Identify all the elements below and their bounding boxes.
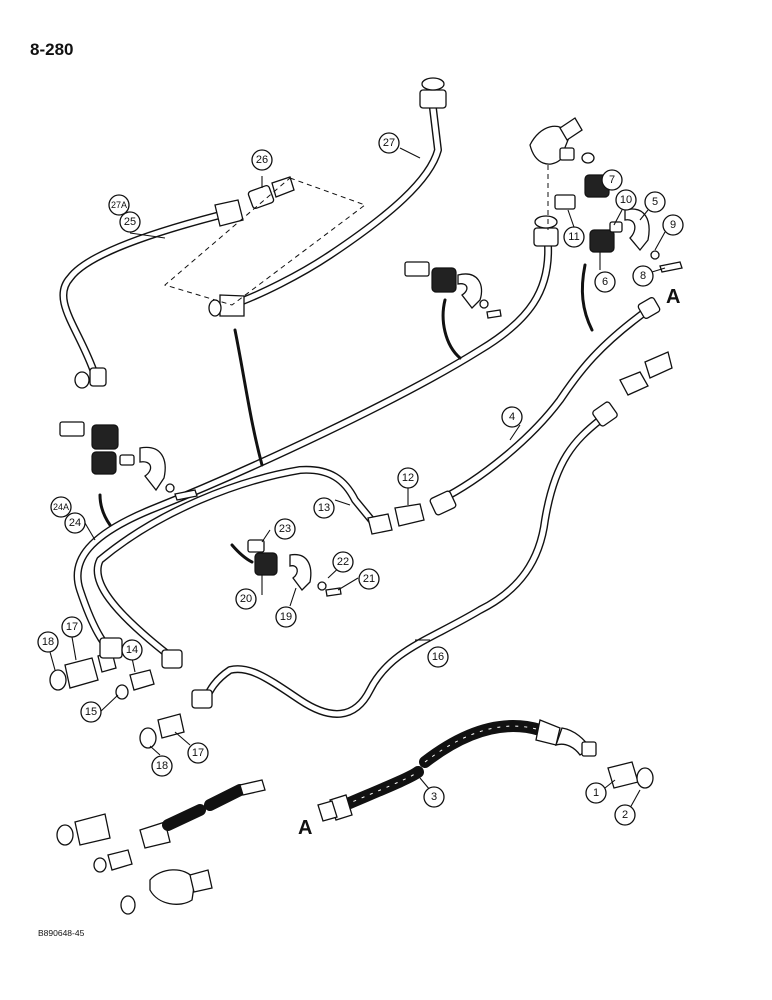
svg-text:1: 1 xyxy=(593,787,599,799)
hose-3 xyxy=(317,719,597,822)
svg-text:2: 2 xyxy=(622,809,628,821)
svg-text:8: 8 xyxy=(640,270,646,282)
callout-6: 6 xyxy=(594,271,616,293)
clamp-group-center xyxy=(247,539,342,597)
svg-text:5: 5 xyxy=(652,196,658,208)
tube-27 xyxy=(228,96,442,309)
callout-1: 1 xyxy=(585,782,607,804)
callout-17a: 17 xyxy=(61,616,83,638)
svg-text:7: 7 xyxy=(609,174,615,186)
svg-text:18: 18 xyxy=(156,760,168,772)
tube-25 xyxy=(59,208,236,379)
assembly-arrows xyxy=(98,263,594,564)
callout-16: 16 xyxy=(427,646,449,668)
clamp-group-top xyxy=(554,174,683,273)
svg-text:21: 21 xyxy=(363,573,375,585)
callout-2: 2 xyxy=(614,804,636,826)
svg-text:13: 13 xyxy=(318,502,330,514)
svg-text:3: 3 xyxy=(431,791,437,803)
tube-24 xyxy=(73,241,553,654)
svg-text:17: 17 xyxy=(66,621,78,633)
callout-12: 12 xyxy=(397,467,419,489)
fitting-group-left xyxy=(49,637,213,749)
callout-9: 9 xyxy=(662,214,684,236)
loose-parts-bottom xyxy=(56,779,266,915)
svg-text:9: 9 xyxy=(670,219,676,231)
svg-text:14: 14 xyxy=(126,644,138,656)
tube-16 xyxy=(201,416,604,718)
callout-27: 27 xyxy=(378,132,400,154)
svg-text:25: 25 xyxy=(124,216,136,228)
svg-text:27A: 27A xyxy=(111,200,127,210)
connection-marker-a-bottom: A xyxy=(298,817,312,839)
svg-text:24: 24 xyxy=(69,517,81,529)
svg-text:19: 19 xyxy=(280,611,292,623)
callout-24: 24 xyxy=(64,512,86,534)
svg-text:17: 17 xyxy=(192,747,204,759)
svg-text:20: 20 xyxy=(240,593,252,605)
connection-marker-a-top: A xyxy=(666,286,680,308)
callout-4: 4 xyxy=(501,406,523,428)
callout-23: 23 xyxy=(274,518,296,540)
callout-13: 13 xyxy=(313,497,335,519)
svg-text:18: 18 xyxy=(42,636,54,648)
svg-text:11: 11 xyxy=(568,231,579,243)
page-number: 8-280 xyxy=(30,40,74,59)
callout-21: 21 xyxy=(358,568,380,590)
connector-12 xyxy=(367,490,457,535)
svg-text:4: 4 xyxy=(509,411,515,423)
callout-18a: 18 xyxy=(37,631,59,653)
svg-text:12: 12 xyxy=(402,472,414,484)
tube-end-fittings-right xyxy=(592,297,673,427)
tube-4 xyxy=(436,308,649,504)
callout-20: 20 xyxy=(235,588,257,610)
figure-code: B890648-45 xyxy=(38,928,85,938)
callout-27a: 27A xyxy=(108,194,130,216)
callout-7: 7 xyxy=(601,169,623,191)
svg-text:15: 15 xyxy=(85,706,97,718)
clamp-group-left xyxy=(59,421,198,501)
svg-text:26: 26 xyxy=(256,154,268,166)
callout-19: 19 xyxy=(275,606,297,628)
tube-nut-25 xyxy=(74,199,244,389)
callout-24a: 24A xyxy=(50,496,72,518)
dashed-link-26 xyxy=(163,177,367,306)
fitting-1 xyxy=(607,761,654,789)
callout-26: 26 xyxy=(251,149,273,171)
callout-22: 22 xyxy=(332,551,354,573)
callout-15: 15 xyxy=(80,701,102,723)
callout-3: 3 xyxy=(423,786,445,808)
svg-text:24A: 24A xyxy=(53,502,69,512)
callout-18b: 18 xyxy=(151,755,173,777)
tube-13 xyxy=(93,465,382,664)
svg-text:27: 27 xyxy=(383,137,395,149)
elbow-fitting-top xyxy=(529,117,595,247)
svg-text:16: 16 xyxy=(432,651,444,663)
callout-25: 25 xyxy=(119,211,141,233)
svg-text:6: 6 xyxy=(602,276,608,288)
svg-text:23: 23 xyxy=(279,523,291,535)
svg-text:10: 10 xyxy=(620,194,632,206)
callout-10: 10 xyxy=(615,189,637,211)
callout-5: 5 xyxy=(644,191,666,213)
callout-14: 14 xyxy=(121,639,143,661)
clamp-group-middle xyxy=(404,261,502,319)
callout-8: 8 xyxy=(632,265,654,287)
callout-11: 11 xyxy=(563,226,585,248)
svg-text:22: 22 xyxy=(337,556,349,568)
fitting-26 xyxy=(247,176,295,210)
callout-17b: 17 xyxy=(187,742,209,764)
